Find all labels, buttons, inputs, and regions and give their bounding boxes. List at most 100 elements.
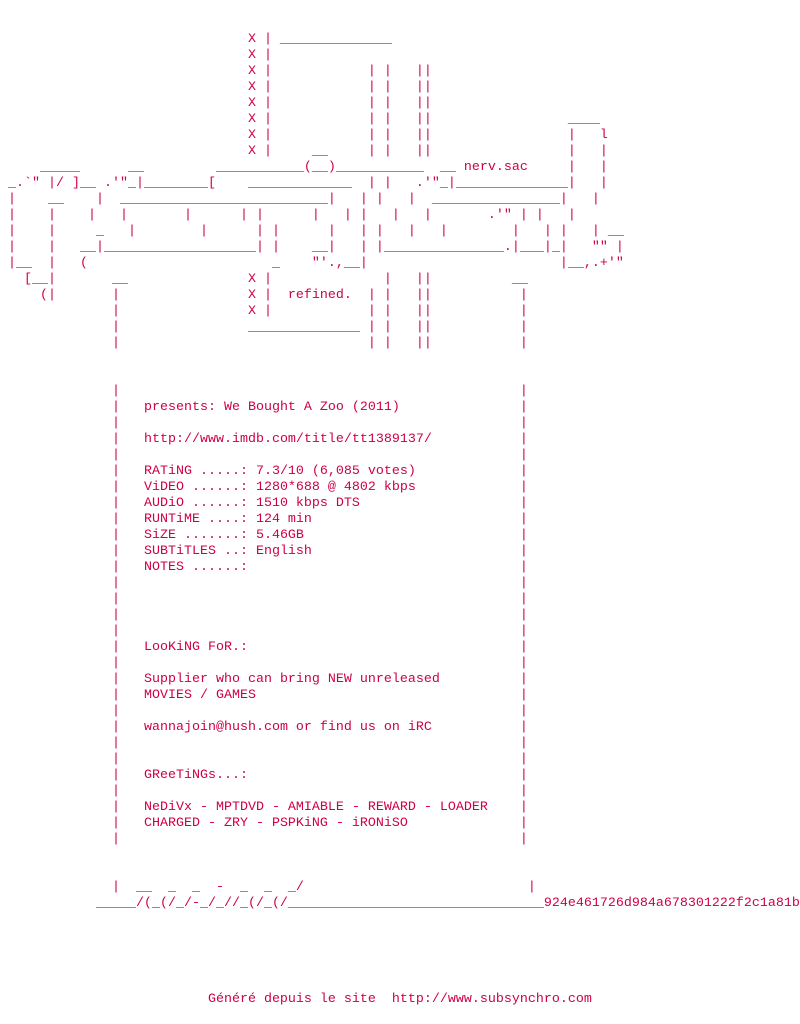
frame-right-border: | <box>143 832 528 847</box>
frame-left-border: | <box>0 720 144 735</box>
frame-right-border: | <box>439 672 528 687</box>
frame-left-border: | <box>0 464 144 479</box>
frame-left-border: | <box>0 816 144 831</box>
frame-right-border: | <box>143 736 528 751</box>
info-line: | | <box>0 752 800 768</box>
info-text: Supplier who can bring NEW unreleased <box>143 672 440 687</box>
info-line: | MOVIES / GAMES | <box>0 688 800 704</box>
frame-left-border: | <box>0 384 144 399</box>
ascii-art-line: _____ __ ___________(__)___________ __ n… <box>0 160 608 175</box>
frame-left-border: | <box>0 496 144 511</box>
frame-left-border: | <box>0 656 144 671</box>
info-line: | SUBTiTLES ..: English | <box>0 544 800 560</box>
info-line: | CHARGED - ZRY - PSPKiNG - iRONiSO | <box>0 816 800 832</box>
frame-right-border: | <box>143 384 528 399</box>
ascii-art-line: | X | | | || | <box>0 304 528 319</box>
ascii-art-line: | | | || | <box>0 336 528 351</box>
ascii-art-line: | ______________ | | || | <box>0 320 528 335</box>
frame-left-border: | <box>0 688 144 703</box>
frame-left-border: | <box>0 416 144 431</box>
ascii-art-line: X | <box>0 48 272 63</box>
frame-right-border: | <box>415 464 528 479</box>
frame-left-border: | <box>0 560 144 575</box>
info-text: SiZE .......: 5.46GB <box>143 528 304 543</box>
info-line: | http://www.imdb.com/title/tt1389137/ | <box>0 432 800 448</box>
ascii-art-line: X | | | || | l <box>0 128 608 143</box>
frame-right-border: | <box>359 496 528 511</box>
release-hash: 924e461726d984a678301222f2c1a81b <box>543 896 800 911</box>
info-text: MOVIES / GAMES <box>143 688 256 703</box>
ascii-art-line: X | | | || <box>0 80 432 95</box>
frame-left-border: | <box>0 832 144 847</box>
frame-right-border: | <box>143 608 528 623</box>
frame-left-border: | <box>0 448 144 463</box>
ascii-art-line: X | __ | | || | | <box>0 144 608 159</box>
generated-by-text: Généré depuis le site http://www.subsync… <box>0 992 592 1007</box>
info-line: | RUNTiME ....: 124 min | <box>0 512 800 528</box>
frame-left-border: | <box>0 512 144 527</box>
info-text: NOTES ......: <box>143 560 248 575</box>
info-line: | | <box>0 624 800 640</box>
frame-right-border: | <box>143 624 528 639</box>
info-text: AUDiO ......: 1510 kbps DTS <box>143 496 360 511</box>
info-text: wannajoin@hush.com or find us on iRC <box>143 720 432 735</box>
ascii-art-line: | __ | __________________________| | | |… <box>0 192 600 207</box>
info-line: | LooKiNG FoR.: | <box>0 640 800 656</box>
frame-left-border: | <box>0 592 144 607</box>
ascii-art-line: X | ______________ <box>0 32 392 47</box>
frame-left-border: | <box>0 800 144 815</box>
info-text: CHARGED - ZRY - PSPKiNG - iRONiSO <box>143 816 408 831</box>
ascii-art-line: (| | X | refined. | | || | <box>0 288 528 303</box>
info-text: LooKiNG FoR.: <box>143 640 248 655</box>
frame-left-border: | <box>0 736 144 751</box>
ascii-art-line: | | __|___________________| | __| | |___… <box>0 240 624 255</box>
info-text: RUNTiME ....: 124 min <box>143 512 312 527</box>
frame-left-border: | <box>0 640 144 655</box>
info-text: SUBTiTLES ..: English <box>143 544 312 559</box>
frame-right-border: | <box>143 784 528 799</box>
frame-left-border: | <box>0 784 144 799</box>
info-line: | | <box>0 736 800 752</box>
info-line: | wannajoin@hush.com or find us on iRC | <box>0 720 800 736</box>
info-text: RATiNG .....: 7.3/10 (6,085 votes) <box>143 464 416 479</box>
info-line: | | <box>0 576 800 592</box>
info-line: | presents: We Bought A Zoo (2011) | <box>0 400 800 416</box>
ascii-art-line: X | | | || <box>0 64 432 79</box>
ascii-art-line: X | | | || <box>0 96 432 111</box>
frame-left-border: | <box>0 432 144 447</box>
frame-right-border: | <box>143 704 528 719</box>
imdb-url: http://www.imdb.com/title/tt1389137/ <box>143 432 432 447</box>
frame-left-border: | <box>0 704 144 719</box>
frame-right-border: | <box>255 688 528 703</box>
frame-right-border: | <box>247 560 528 575</box>
frame-right-border: | <box>247 768 528 783</box>
blank-line <box>0 944 800 960</box>
frame-right-border: | <box>415 480 528 495</box>
generated-by-line: Généré depuis le site http://www.subsync… <box>0 992 800 1008</box>
info-text: presents: We Bought A Zoo (2011) <box>143 400 400 415</box>
frame-right-border: | <box>143 416 528 431</box>
ascii-art-header: X | ______________ X | X | | | || X | | … <box>0 32 800 352</box>
info-line: | ViDEO ......: 1280*688 @ 4802 kbps | <box>0 480 800 496</box>
frame-left-border: | <box>0 752 144 767</box>
info-line: | GReeTiNGs...: | <box>0 768 800 784</box>
ascii-art-footer: | __ _ _ - _ _ _/ | _____/(_(/_/-_/_//_(… <box>0 880 800 912</box>
info-text: NeDiVx - MPTDVD - AMIABLE - REWARD - LOA… <box>143 800 488 815</box>
frame-right-border: | <box>143 576 528 591</box>
info-text: GReeTiNGs...: <box>143 768 248 783</box>
info-line: | NOTES ......: | <box>0 560 800 576</box>
frame-left-border: | <box>0 480 144 495</box>
info-line: | RATiNG .....: 7.3/10 (6,085 votes) | <box>0 464 800 480</box>
frame-right-border: | <box>303 528 528 543</box>
frame-right-border: | <box>399 400 528 415</box>
frame-left-border: | <box>0 544 144 559</box>
frame-left-border: | <box>0 400 144 415</box>
frame-right-border: | <box>311 544 528 559</box>
frame-right-border: | <box>431 720 528 735</box>
info-line: | | <box>0 448 800 464</box>
ascii-art-line: | | _ | | | | | | | | | | | | | __ <box>0 224 624 239</box>
info-line: | | <box>0 656 800 672</box>
info-line: | SiZE .......: 5.46GB | <box>0 528 800 544</box>
frame-left-border: | <box>0 576 144 591</box>
